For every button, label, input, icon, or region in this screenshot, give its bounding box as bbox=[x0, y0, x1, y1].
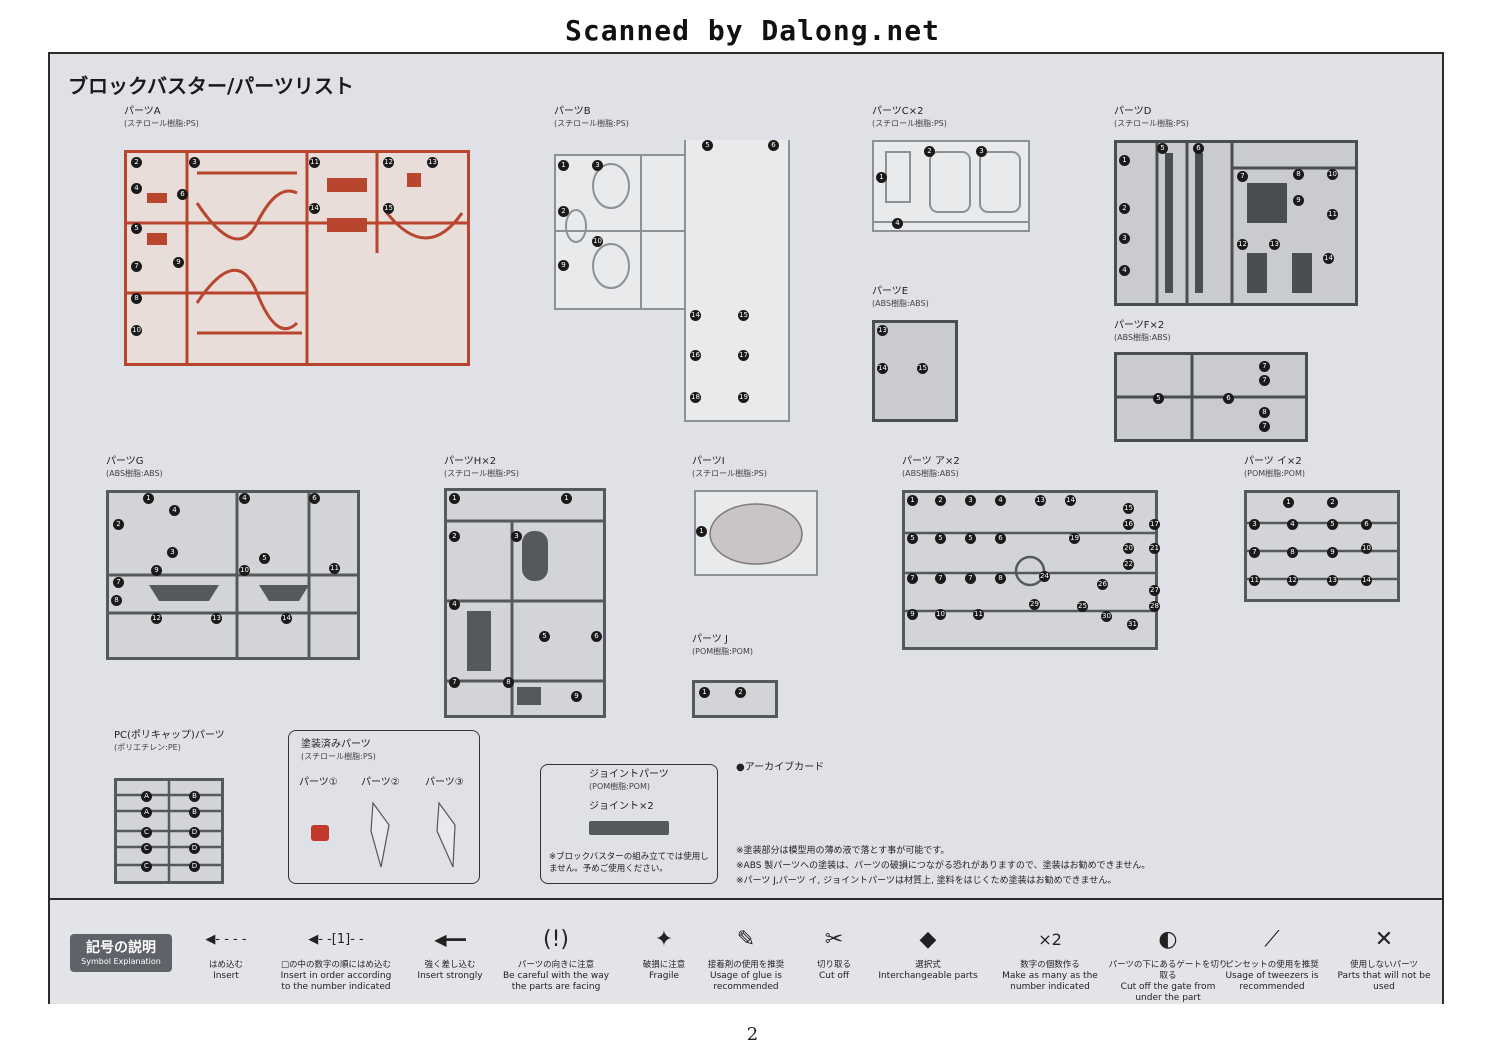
painted-material: (スチロール樹脂:PS) bbox=[301, 752, 376, 761]
sprue-i: 1 bbox=[694, 490, 818, 576]
joint-title: ジョイントパーツ bbox=[589, 769, 669, 780]
painted-parts-box: 塗装済みパーツ (スチロール樹脂:PS) パーツ① パーツ② パーツ③ bbox=[288, 730, 480, 884]
part-c-label: パーツC×2(スチロール樹脂:PS) bbox=[872, 106, 947, 128]
part-h-label: パーツH×2(スチロール樹脂:PS) bbox=[444, 456, 519, 478]
part-i-kana-label: パーツ イ×2(POM樹脂:POM) bbox=[1244, 456, 1305, 478]
interchangeable-icon: ◆ bbox=[919, 926, 937, 952]
insert-strong-icon: ◀━━ bbox=[434, 929, 466, 949]
part-e-label: パーツE(ABS樹脂:ABS) bbox=[872, 286, 929, 308]
tweezers-icon: ⟋ bbox=[1264, 926, 1280, 952]
sprue-i-shape bbox=[709, 503, 803, 565]
unused-icon: ✕ bbox=[1374, 926, 1394, 952]
pc-part-label: PC(ポリキャップ)パーツ(ポリエチレン:PE) bbox=[114, 730, 225, 752]
sprue-pc-runners bbox=[117, 781, 221, 881]
insert-order-icon: ◀- -[1]- - bbox=[308, 931, 364, 947]
caution-icon: (!) bbox=[543, 926, 569, 952]
sprue-a-runners bbox=[127, 153, 467, 363]
painted-item-2: パーツ② bbox=[361, 777, 400, 788]
painted-item-3: パーツ③ bbox=[425, 777, 464, 788]
part-a-label: パーツA(スチロール樹脂:PS) bbox=[124, 106, 199, 128]
painted-item-1: パーツ① bbox=[299, 777, 338, 788]
part-g-label: パーツG(ABS樹脂:ABS) bbox=[106, 456, 163, 478]
sprue-c-runners bbox=[874, 151, 1028, 223]
page-number: 2 bbox=[746, 1024, 759, 1045]
archive-card-label: ●アーカイブカード bbox=[736, 762, 825, 773]
painted-title: 塗装済みパーツ bbox=[301, 739, 371, 750]
scan-credit: Scanned by Dalong.net bbox=[564, 14, 940, 47]
joint-material: (POM樹脂:POM) bbox=[589, 782, 650, 791]
sprue-a-kana-runners bbox=[905, 531, 1155, 613]
joint-parts-box: ジョイントパーツ (POM樹脂:POM) ジョイント×2 ※ブロックバスターの組み… bbox=[540, 764, 718, 884]
part-a-kana-label: パーツ ア×2(ABS樹脂:ABS) bbox=[902, 456, 960, 478]
joint-part-shape bbox=[589, 821, 669, 835]
part-i-label: パーツI(スチロール樹脂:PS) bbox=[692, 456, 767, 478]
sprue-i-kana-runners bbox=[1247, 521, 1397, 581]
multiply-icon: ×2 bbox=[1038, 929, 1062, 949]
painted-part-1-shape bbox=[311, 825, 329, 841]
part-j-label: パーツ J(POM樹脂:POM) bbox=[692, 634, 753, 656]
painted-part-2-shape bbox=[370, 801, 390, 868]
fragile-icon: ✦ bbox=[654, 926, 674, 952]
insert-arrow-icon: ◀- - - - bbox=[205, 931, 247, 947]
page-title: ブロックバスター/パーツリスト bbox=[68, 74, 354, 98]
notes: ※塗装部分は模型用の薄め液で落とす事が可能です。※ABS 製パーツへの塗装は、パ… bbox=[736, 846, 1151, 886]
painted-part-3-shape bbox=[436, 801, 456, 868]
glue-icon: ✎ bbox=[736, 926, 756, 952]
gate-cut-icon: ◐ bbox=[1158, 926, 1178, 952]
sprue-h-runners bbox=[447, 519, 603, 715]
part-f-label: パーツF×2(ABS樹脂:ABS) bbox=[1114, 320, 1171, 342]
cut-off-icon: ✂ bbox=[824, 926, 844, 952]
joint-sub: ジョイント×2 bbox=[589, 801, 654, 812]
part-b-label: パーツB(スチロール樹脂:PS) bbox=[554, 106, 629, 128]
joint-note: ※ブロックバスターの組み立てでは使用しません。予めご使用ください。 bbox=[549, 852, 709, 874]
part-d-label: パーツD(スチロール樹脂:PS) bbox=[1114, 106, 1189, 128]
sprue-g-runners bbox=[109, 493, 357, 657]
sprue-d-runners bbox=[1155, 143, 1355, 303]
sprue-f-runners bbox=[1117, 355, 1305, 439]
